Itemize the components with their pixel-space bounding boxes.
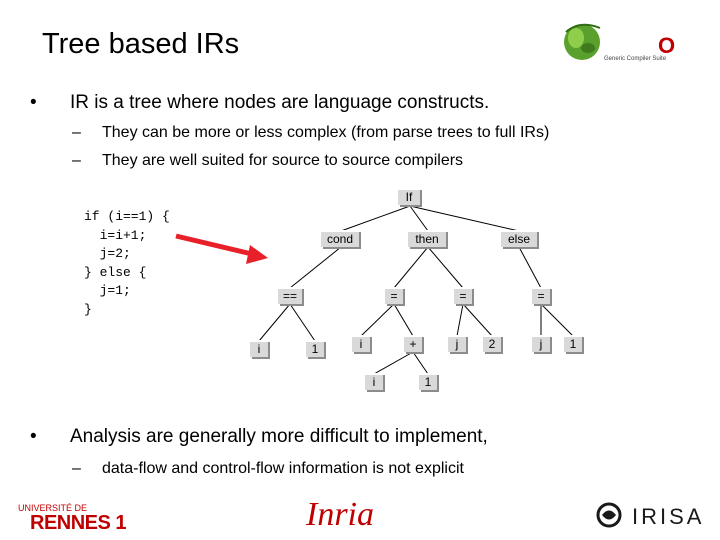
dash-marker: –	[72, 152, 81, 169]
bullet-marker: •	[30, 92, 37, 113]
code-block: if (i==1) { i=i+1; j=2; } else { j=1;}	[84, 208, 170, 320]
tree-node-label: 1	[570, 337, 577, 351]
tree-node-label: =	[390, 289, 397, 303]
tree-node-assign: =	[532, 287, 552, 306]
tree-node-i: i	[365, 373, 385, 392]
tree-node-1: 1	[564, 335, 584, 354]
tree-node-else: else	[501, 230, 539, 249]
tree-node-1: 1	[306, 340, 326, 359]
gcs-caption: Generic Compiler Suite	[604, 56, 667, 62]
tree-node-then: then	[408, 230, 448, 249]
tree-node-label: then	[415, 232, 438, 246]
tree-node-i: i	[250, 340, 270, 359]
tree-node-plus: +	[404, 335, 424, 354]
tree-node-label: i	[360, 337, 363, 351]
tree-node-label: 2	[489, 337, 496, 351]
irisa-logo: IRISA	[632, 504, 705, 529]
code-line: j=1;	[84, 283, 131, 299]
tree-node-label: i	[258, 342, 261, 356]
tree-node-label: ==	[283, 289, 297, 303]
tree-node-label: i	[373, 375, 376, 389]
dash-marker: –	[72, 124, 81, 141]
irisa-swirl-icon	[596, 502, 622, 528]
code-line: }	[84, 301, 92, 317]
tree-node-label: j	[539, 337, 543, 351]
tree-node-label: cond	[327, 232, 353, 246]
tree-node-j: j	[448, 335, 468, 354]
tree-edges	[258, 205, 574, 375]
code-line: } else {	[84, 264, 147, 280]
bullet-2: Analysis are generally more difficult to…	[70, 426, 488, 447]
code-line: i=i+1;	[84, 227, 147, 243]
inria-logo: Inria	[306, 496, 374, 533]
bullet-marker: •	[30, 426, 37, 447]
tree-node-label: =	[537, 289, 544, 303]
sub-bullet-3: data-flow and control-flow information i…	[102, 460, 464, 477]
tree-node-label: =	[459, 289, 466, 303]
tree-node-2: 2	[483, 335, 503, 354]
tree-node-eqeq: ==	[278, 287, 304, 306]
tree-node-1: 1	[419, 373, 439, 392]
code-line: j=2;	[84, 246, 131, 262]
globe-logo-icon	[564, 23, 601, 60]
tree-node-i: i	[352, 335, 372, 354]
rennes-logo: RENNES 1	[30, 512, 127, 534]
sub-bullet-2: They are well suited for source to sourc…	[102, 152, 464, 169]
tree-node-if: If	[398, 188, 422, 207]
tree-node-label: If	[406, 190, 413, 204]
tree-node-label: j	[455, 337, 459, 351]
ast-tree-diagram: If cond then else == = = = i 1 i +	[175, 188, 584, 392]
red-arrow-icon	[175, 233, 268, 264]
dash-marker: –	[72, 460, 81, 477]
tree-node-label: 1	[425, 375, 432, 389]
tree-node-label: 1	[312, 342, 319, 356]
tree-node-cond: cond	[321, 230, 361, 249]
tree-node-label: +	[409, 337, 416, 351]
code-line: if (i==1) {	[84, 209, 170, 224]
bullet-1: IR is a tree where nodes are language co…	[70, 92, 490, 113]
tree-node-j: j	[532, 335, 552, 354]
page-title: Tree based IRs	[42, 28, 240, 60]
sub-bullet-1: They can be more or less complex (from p…	[102, 124, 550, 141]
rennes-logo-caption: UNIVERSITÉ DE	[18, 503, 88, 513]
tree-node-assign: =	[385, 287, 405, 306]
gcs-letter: O	[658, 33, 676, 58]
tree-node-label: else	[508, 232, 530, 246]
tree-node-assign: =	[454, 287, 474, 306]
